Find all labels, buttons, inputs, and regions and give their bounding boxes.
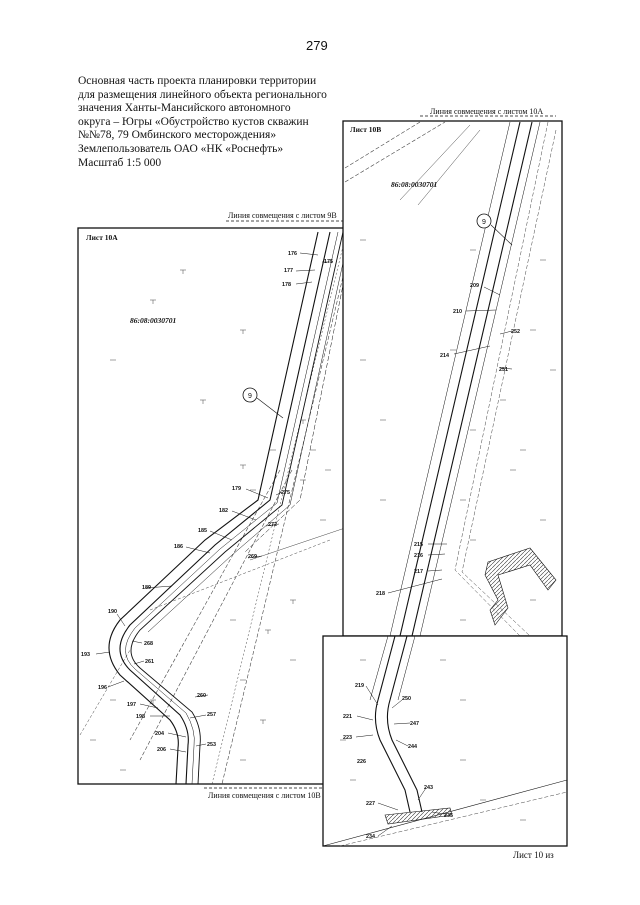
survey-point-label: 235 [444,813,453,819]
sheet-10a: Лист 10А 86:08:0030701 9 [77,227,349,785]
match-line-label-10a: Линия совмещения с листом 10А [430,107,544,116]
title-line: №№78, 79 Омбинского месторождения» [78,129,277,142]
sheet-footer: Лист 10 из [513,850,554,860]
route-marker-number: 9 [482,219,486,226]
page-number: 279 [306,38,328,53]
survey-point-label: 216 [414,553,423,559]
title-line: Землепользователь ОАО «НК «Роснефть» [78,142,284,155]
parcel-number: 86:08:0030701 [391,180,437,189]
survey-point-label: 210 [453,309,462,315]
route-marker-circle [242,387,258,403]
route-marker-number: 9 [248,393,252,400]
survey-point-label: 234 [366,834,375,840]
survey-point-label: 243 [424,785,433,791]
survey-point-label: 209 [470,283,479,289]
survey-point-label: 260 [197,693,206,699]
survey-point-label: 223 [343,735,352,741]
survey-point-label: 252 [511,329,520,335]
survey-point-label: 197 [127,702,136,708]
survey-point-label: 251 [499,367,508,373]
survey-point-label: 227 [366,801,375,807]
survey-point-label: 190 [108,609,117,615]
pipeline-route [119,231,331,785]
survey-point-label: 253 [207,742,216,748]
route-marker-circle [476,213,492,229]
survey-point-label: 178 [282,282,291,288]
survey-point-label: 189 [142,585,151,591]
survey-point-label: 204 [155,731,164,737]
sheet-10b: Лист 10В 86:08:0030701 9 209 210 252 214… [342,120,563,637]
survey-point-label: 218 [376,591,385,597]
survey-point-label: 257 [207,712,216,718]
survey-point-label: 186 [174,544,183,550]
title-line: Основная часть проекта планировки террит… [78,75,317,87]
survey-point-label: 219 [355,683,364,689]
survey-point-label: 272 [268,522,277,528]
survey-point-label: 221 [343,714,352,720]
survey-point-label: 269 [248,554,257,560]
survey-point-label: 247 [410,721,419,727]
survey-point-label: 275 [281,490,290,496]
survey-point-label: 250 [402,696,411,702]
survey-point-label: 215 [414,542,423,548]
survey-point-label: 177 [284,268,293,274]
survey-point-label: 244 [408,744,417,750]
match-line-label-9v: Линия совмещения с листом 9В [228,211,337,220]
survey-point-label: 198 [136,714,145,720]
match-line-label-10v: Линия совмещения с листом 10В [208,791,321,800]
parcel-number: 86:08:0030701 [130,316,176,325]
survey-point-label: 214 [440,353,449,359]
survey-point-label: 179 [232,486,241,492]
title-line: значения Ханты-Мансийского автономного [78,102,291,115]
hatched-area [484,547,557,626]
pipeline-route-inset [374,635,411,813]
survey-point-label: 193 [81,652,90,658]
survey-point-label: 182 [219,508,228,514]
sheet-10a-frame [77,227,348,785]
survey-point-label: 175 [324,259,333,265]
survey-point-label: 206 [157,747,166,753]
pipeline-route-10b [399,121,521,637]
survey-point-label: 217 [414,569,423,575]
document-title: Основная часть проекта планировки террит… [78,75,353,170]
title-line: для размещения линейного объекта региона… [78,88,327,101]
survey-point-label: 226 [357,759,366,765]
sheet-10a-label: Лист 10А [86,233,118,242]
scale-line: Масштаб 1:5 000 [78,156,162,169]
survey-point-label: 261 [145,659,154,665]
sheet-10b-label: Лист 10В [350,125,381,134]
inset-sheet: 219 250 221 247 223 244 226 243 227 235 … [322,635,568,847]
survey-point-label: 185 [198,528,207,534]
survey-point-label: 268 [144,641,153,647]
survey-point-label: 176 [288,251,297,257]
title-line: округа – Югры «Обустройство кустов скваж… [78,115,309,128]
survey-point-label: 196 [98,685,107,691]
